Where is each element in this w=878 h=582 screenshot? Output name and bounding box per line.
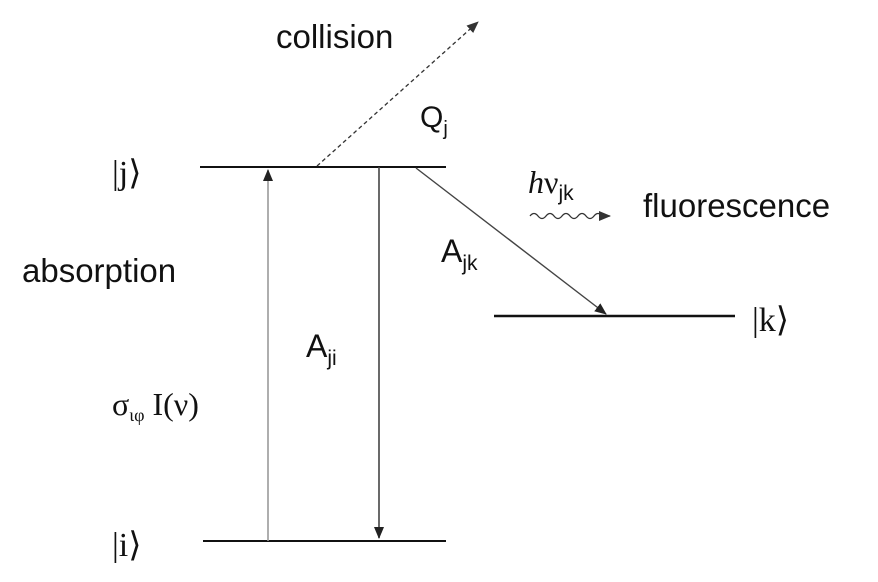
- absorption-sigma: σ: [112, 386, 129, 422]
- collision-rate-main: Q: [420, 101, 443, 134]
- state-i-label: |i⟩: [112, 527, 142, 564]
- absorption-rate-label: σιφ I(ν): [112, 386, 199, 425]
- photon-wave-icon: [529, 211, 611, 221]
- fluorescence-label: fluorescence: [643, 187, 830, 224]
- photon-sub: jk: [557, 182, 574, 205]
- decay-jk-rate-label: Ajk: [441, 233, 478, 275]
- collision-rate-label: Qj: [420, 101, 448, 140]
- decay-jk-sub: jk: [461, 252, 478, 275]
- absorption-label: absorption: [22, 252, 176, 289]
- photon-energy-label: hνjk: [528, 164, 574, 205]
- decay-ji-sub: ji: [326, 347, 336, 370]
- decay-ji-main: A: [306, 328, 328, 364]
- photon-h: h: [528, 164, 544, 200]
- decay-jk-arrow: [415, 167, 607, 315]
- decay-ji-rate-label: Aji: [306, 328, 337, 370]
- state-j-label: |j⟩: [112, 155, 142, 192]
- absorption-sigma-sub: ιφ: [129, 405, 144, 425]
- state-k-label: |k⟩: [752, 302, 789, 339]
- collision-arrow: [316, 21, 479, 167]
- absorption-intensity: I(ν): [144, 386, 198, 422]
- collision-rate-sub: j: [442, 118, 447, 140]
- photon-nu: ν: [544, 164, 558, 200]
- collision-label: collision: [276, 18, 393, 55]
- decay-jk-main: A: [441, 233, 463, 269]
